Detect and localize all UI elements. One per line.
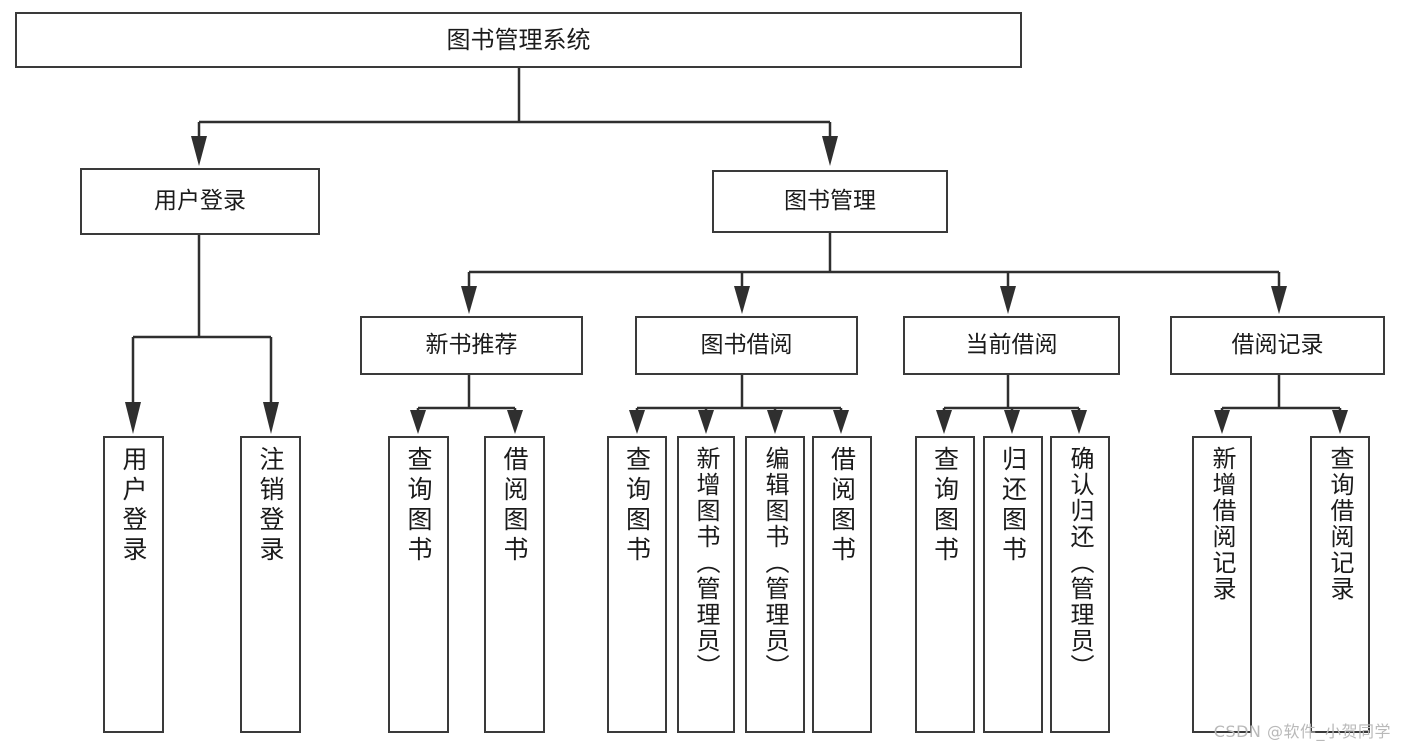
leaf-nb-query-book-label: 查询图书 — [404, 446, 433, 566]
arrow-cb-3 — [1071, 410, 1087, 434]
leaf-bb-add-book-admin[interactable]: 新增图书（管理员） — [677, 436, 735, 733]
arrow-bb-3 — [767, 410, 783, 434]
leaf-bb-add-book-admin-label: 新增图书（管理员） — [692, 446, 720, 680]
leaf-cb-confirm-return-admin[interactable]: 确认归还（管理员） — [1050, 436, 1110, 733]
node-root[interactable]: 图书管理系统 — [15, 12, 1022, 68]
arrow-cb-2 — [1004, 410, 1020, 434]
leaf-br-add-record[interactable]: 新增借阅记录 — [1192, 436, 1252, 733]
node-user-login[interactable]: 用户登录 — [80, 168, 320, 235]
arrow-new-book — [461, 286, 477, 314]
arrow-user-login — [191, 136, 207, 166]
csdn-watermark: CSDN @软件_小贺同学 — [1213, 722, 1391, 741]
node-current-borrow[interactable]: 当前借阅 — [903, 316, 1120, 375]
leaf-nb-borrow-book[interactable]: 借阅图书 — [484, 436, 545, 733]
node-book-borrow-label: 图书借阅 — [700, 331, 793, 358]
node-user-login-label: 用户登录 — [154, 187, 246, 214]
arrow-cb-1 — [936, 410, 952, 434]
arrow-book-mgmt — [822, 136, 838, 166]
leaf-bb-borrow-book[interactable]: 借阅图书 — [812, 436, 872, 733]
leaf-cb-query-book-label: 查询图书 — [930, 446, 960, 566]
arrow-book-borrow — [734, 286, 750, 314]
arrow-current-borrow — [1000, 286, 1016, 314]
leaf-bb-edit-book-admin-label: 编辑图书（管理员） — [761, 446, 789, 680]
leaf-nb-borrow-book-label: 借阅图书 — [500, 446, 529, 566]
node-borrow-record-label: 借阅记录 — [1231, 331, 1324, 358]
leaf-br-query-record-label: 查询借阅记录 — [1326, 446, 1354, 602]
leaf-bb-query-book-label: 查询图书 — [622, 446, 652, 566]
arrow-leaf-logout — [263, 402, 279, 434]
node-borrow-record[interactable]: 借阅记录 — [1170, 316, 1385, 375]
arrow-bb-1 — [629, 410, 645, 434]
leaf-br-add-record-label: 新增借阅记录 — [1208, 446, 1236, 602]
leaf-br-query-record[interactable]: 查询借阅记录 — [1310, 436, 1370, 733]
leaf-cb-confirm-return-admin-label: 确认归还（管理员） — [1066, 446, 1094, 680]
arrow-br-2 — [1332, 410, 1348, 434]
leaf-cb-query-book[interactable]: 查询图书 — [915, 436, 975, 733]
node-book-management-label: 图书管理 — [784, 187, 876, 214]
arrow-leaf-user-login — [125, 402, 141, 434]
arrow-bb-2 — [698, 410, 714, 434]
leaf-bb-borrow-book-label: 借阅图书 — [827, 446, 857, 566]
leaf-nb-query-book[interactable]: 查询图书 — [388, 436, 449, 733]
leaf-cb-return-book-label: 归还图书 — [998, 446, 1028, 566]
leaf-bb-edit-book-admin[interactable]: 编辑图书（管理员） — [745, 436, 805, 733]
arrow-br-1 — [1214, 410, 1230, 434]
arrow-nb-1 — [410, 410, 426, 434]
arrow-nb-2 — [507, 410, 523, 434]
arrow-borrow-record — [1271, 286, 1287, 314]
leaf-bb-query-book[interactable]: 查询图书 — [607, 436, 667, 733]
node-new-book-recommend[interactable]: 新书推荐 — [360, 316, 583, 375]
leaf-user-login-label: 用户登录 — [119, 446, 148, 566]
leaf-logout[interactable]: 注销登录 — [240, 436, 301, 733]
leaf-cb-return-book[interactable]: 归还图书 — [983, 436, 1043, 733]
node-root-label: 图书管理系统 — [446, 25, 591, 54]
leaf-user-login[interactable]: 用户登录 — [103, 436, 164, 733]
node-new-book-recommend-label: 新书推荐 — [425, 331, 518, 358]
node-book-borrow[interactable]: 图书借阅 — [635, 316, 858, 375]
leaf-logout-label: 注销登录 — [256, 446, 285, 566]
arrow-bb-4 — [833, 410, 849, 434]
node-book-management[interactable]: 图书管理 — [712, 170, 948, 233]
node-current-borrow-label: 当前借阅 — [965, 331, 1058, 358]
